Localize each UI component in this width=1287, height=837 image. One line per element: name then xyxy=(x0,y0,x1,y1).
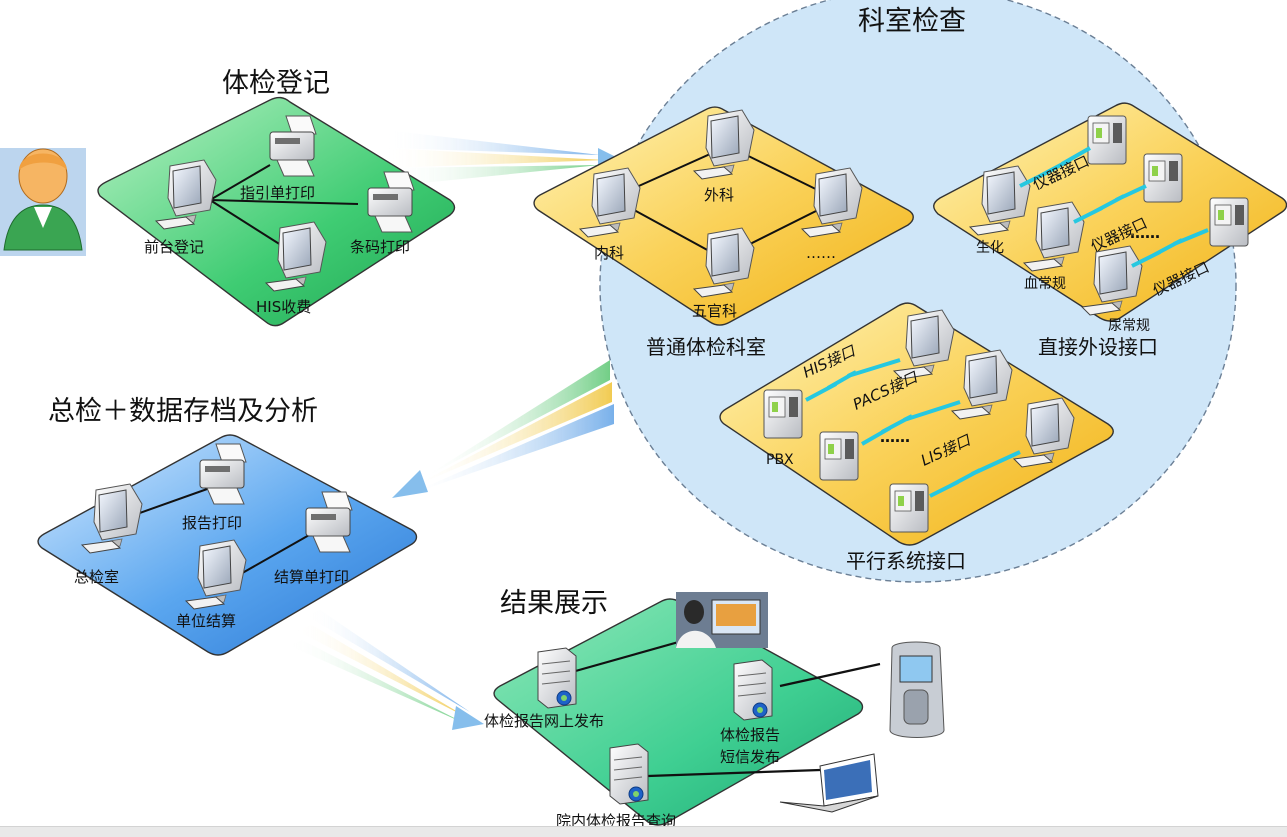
label-barcode-print: 条码打印 xyxy=(350,238,410,256)
label-sms-1: 体检报告 xyxy=(720,726,780,744)
query-server-icon xyxy=(609,743,649,805)
parallel-caption: 平行系统接口 xyxy=(846,549,966,573)
arrow-dept-to-summary xyxy=(392,360,614,498)
general-dept-panel xyxy=(533,106,914,326)
label-device-dots: …… xyxy=(1130,224,1160,242)
general-dept-caption: 普通体检科室 xyxy=(646,335,766,359)
label-ent: 五官科 xyxy=(692,302,737,320)
arrow-summary-to-results xyxy=(288,610,484,730)
blood-device-icon xyxy=(1143,153,1183,203)
results-title: 结果展示 xyxy=(500,588,608,619)
summary-title: 总检＋数据存档及分析 xyxy=(48,396,318,427)
sms-server-icon xyxy=(733,659,773,721)
registration-panel xyxy=(97,96,456,327)
label-front-desk: 前台登记 xyxy=(144,238,204,256)
label-sms-2: 短信发布 xyxy=(720,748,780,766)
dept-check-title: 科室检查 xyxy=(858,6,966,37)
bottom-edge-bar xyxy=(0,826,1287,837)
label-inhouse-query: 院内体检报告查询 xyxy=(556,812,676,826)
web-user-photo-icon xyxy=(676,592,768,648)
label-biochem: 生化 xyxy=(976,240,1004,256)
label-general-room: 总检室 xyxy=(74,568,119,586)
label-unit-settle: 单位结算 xyxy=(176,612,236,630)
label-settle-print: 结算单打印 xyxy=(274,568,349,586)
label-parallel-dots: …… xyxy=(880,428,910,446)
label-web-publish: 体检报告网上发布 xyxy=(484,712,604,730)
results-panel xyxy=(493,598,864,826)
laptop-icon xyxy=(779,753,879,813)
label-blood: 血常规 xyxy=(1024,276,1066,292)
label-pbx: PBX xyxy=(766,452,794,468)
label-report-print: 报告打印 xyxy=(182,514,242,532)
arrow-reg-to-dept xyxy=(385,130,622,186)
pbx-device-icon xyxy=(763,389,803,439)
biochem-device-icon xyxy=(1087,115,1127,165)
label-surgery: 外科 xyxy=(704,186,734,204)
lis-device-icon xyxy=(889,483,929,533)
mobile-phone-icon xyxy=(889,641,945,738)
parallel-panel xyxy=(719,302,1114,546)
label-his-fee: HIS收费 xyxy=(256,298,311,316)
registration-title: 体检登记 xyxy=(222,68,330,99)
label-more: …… xyxy=(806,244,836,262)
label-guide-print: 指引单打印 xyxy=(240,184,315,202)
user-icon xyxy=(0,148,86,256)
device-interface-caption: 直接外设接口 xyxy=(1038,335,1158,359)
web-server-icon xyxy=(537,647,577,709)
device-interface-panel xyxy=(933,102,1287,322)
label-urine: 尿常规 xyxy=(1108,318,1150,334)
label-internal: 内科 xyxy=(594,244,624,262)
urine-device-icon xyxy=(1209,197,1249,247)
pacs-device-icon xyxy=(819,431,859,481)
